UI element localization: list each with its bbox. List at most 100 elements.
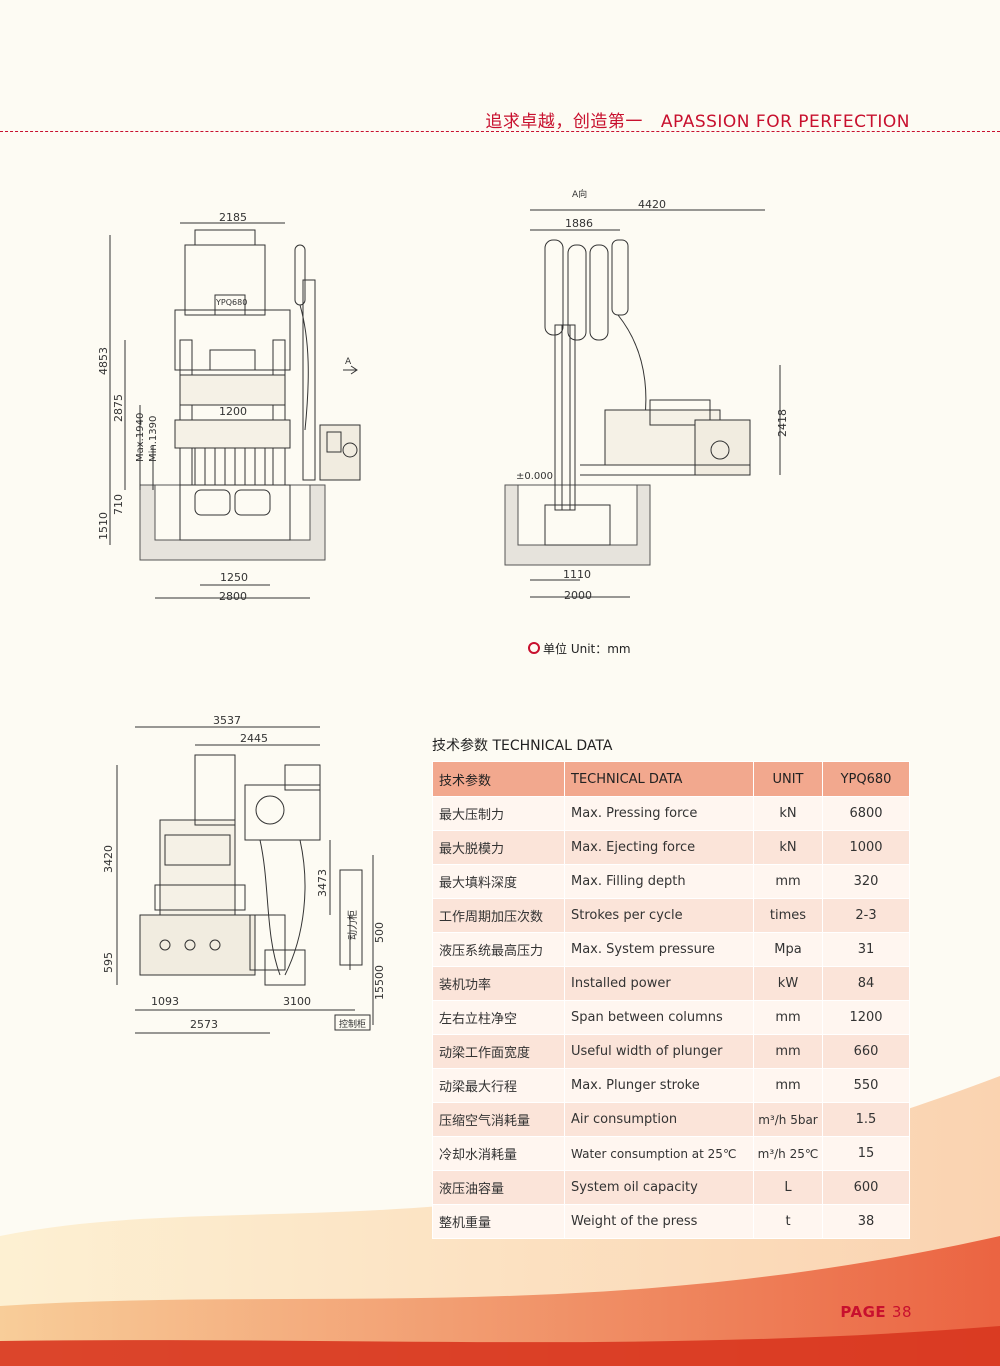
param-cn: 冷却水消耗量	[432, 1136, 565, 1171]
param-unit: mm	[753, 1000, 823, 1035]
front-dim-2800: 2800	[219, 590, 247, 603]
param-value: 1200	[822, 1000, 910, 1035]
side-dim-zero: ±0.000	[516, 471, 553, 482]
front-dim-max: Max.1940	[135, 413, 146, 462]
param-cn: 液压系统最高压力	[432, 932, 565, 967]
param-unit: mm	[753, 1034, 823, 1069]
param-value: 660	[822, 1034, 910, 1069]
param-cn: 最大脱模力	[432, 830, 565, 865]
front-model-label: YPQ680	[215, 298, 247, 307]
param-en: Max. Pressing force	[564, 796, 754, 831]
param-en: Span between columns	[564, 1000, 754, 1035]
param-en: System oil capacity	[564, 1170, 754, 1205]
plan-view-drawing: 3537 2445 3420 3473 595 500 15500 1093 3…	[95, 705, 385, 1045]
side-view-drawing: A向 4420 1886 2418 ±0.000 1110 2000	[500, 185, 795, 610]
front-dim-710: 710	[112, 494, 125, 515]
header-title-en: APASSION FOR PERFECTION	[660, 112, 910, 132]
page-label: PAGE	[840, 1303, 887, 1321]
param-unit: kN	[753, 830, 823, 865]
front-arrow-label: A	[345, 357, 352, 367]
side-dim-1110: 1110	[563, 568, 591, 581]
param-cn: 液压油容量	[432, 1170, 565, 1205]
technical-data-title: 技术参数 TECHNICAL DATA	[432, 738, 613, 754]
header-title-cn: 追求卓越，创造第一	[485, 112, 643, 132]
param-value: 31	[822, 932, 910, 967]
plan-dim-2573: 2573	[190, 1018, 218, 1031]
param-value: 1.5	[822, 1102, 910, 1137]
param-en: Max. Plunger stroke	[564, 1068, 754, 1103]
param-unit: mm	[753, 864, 823, 899]
side-dim-2418: 2418	[776, 409, 789, 437]
side-view-label: A向	[572, 188, 587, 200]
param-en: Useful width of plunger	[564, 1034, 754, 1069]
bullet-icon	[528, 642, 540, 654]
param-unit: kW	[753, 966, 823, 1001]
param-unit: times	[753, 898, 823, 933]
param-en: Weight of the press	[564, 1204, 754, 1239]
front-dim-1250: 1250	[220, 571, 248, 584]
front-dim-2185: 2185	[219, 211, 247, 224]
param-value: 84	[822, 966, 910, 1001]
param-cn: 装机功率	[432, 966, 565, 1001]
plan-dim-595: 595	[102, 952, 115, 973]
plan-dim-3100: 3100	[283, 995, 311, 1008]
plan-dim-1093: 1093	[151, 995, 179, 1008]
param-en: Max. Ejecting force	[564, 830, 754, 865]
param-cn: 最大压制力	[432, 796, 565, 831]
param-cn: 最大填料深度	[432, 864, 565, 899]
front-dim-1200: 1200	[219, 405, 247, 418]
plan-dim-3537: 3537	[213, 714, 241, 727]
param-value: 1000	[822, 830, 910, 865]
param-value: 6800	[822, 796, 910, 831]
front-view-drawing: 2185 4853 2875 Max.1940 Min.1390 1200 71…	[95, 200, 370, 610]
param-en: Water consumption at 25℃	[564, 1136, 754, 1171]
plan-dim-15500: 15500	[373, 965, 385, 1000]
header-cn: 技术参数	[432, 761, 565, 797]
param-en: Air consumption	[564, 1102, 754, 1137]
param-cn: 动梁工作面宽度	[432, 1034, 565, 1069]
header-unit: UNIT	[753, 761, 823, 797]
param-en: Strokes per cycle	[564, 898, 754, 933]
param-unit: kN	[753, 796, 823, 831]
param-value: 550	[822, 1068, 910, 1103]
unit-note-text: 单位 Unit：mm	[543, 642, 631, 656]
param-value: 320	[822, 864, 910, 899]
param-value: 600	[822, 1170, 910, 1205]
plan-label-power-cabinet: 动力柜	[346, 910, 359, 940]
header-en: TECHNICAL DATA	[564, 761, 754, 797]
front-dim-4853: 4853	[97, 347, 110, 375]
param-cn: 整机重量	[432, 1204, 565, 1239]
page-number: PAGE 38	[840, 1303, 912, 1321]
param-unit: m³/h 5bar	[753, 1102, 823, 1137]
param-cn: 动梁最大行程	[432, 1068, 565, 1103]
plan-dim-2445: 2445	[240, 732, 268, 745]
param-unit: L	[753, 1170, 823, 1205]
header-divider	[0, 131, 1000, 132]
param-en: Installed power	[564, 966, 754, 1001]
front-dim-2875: 2875	[112, 394, 125, 422]
param-en: Max. System pressure	[564, 932, 754, 967]
side-dim-2000: 2000	[564, 589, 592, 602]
param-cn: 工作周期加压次数	[432, 898, 565, 933]
param-unit: mm	[753, 1068, 823, 1103]
param-value: 2-3	[822, 898, 910, 933]
front-dim-min: Min.1390	[148, 416, 159, 462]
plan-dim-3420: 3420	[102, 845, 115, 873]
side-dim-4420: 4420	[638, 198, 666, 211]
param-en: Max. Filling depth	[564, 864, 754, 899]
header-title: 追求卓越，创造第一 APASSION FOR PERFECTION	[485, 107, 910, 132]
